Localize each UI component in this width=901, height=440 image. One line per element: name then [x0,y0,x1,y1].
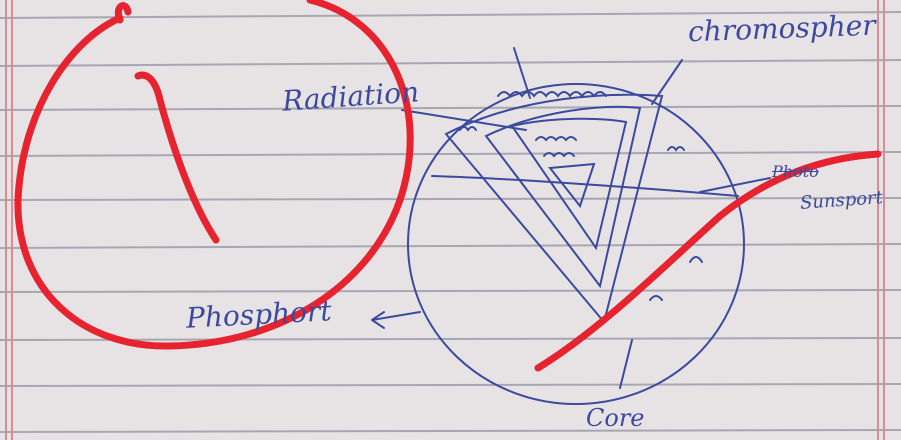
chromosphere-label: chromospher [687,9,876,49]
struck-photo-label: Photo [772,162,819,181]
core-label: Core [586,404,645,432]
